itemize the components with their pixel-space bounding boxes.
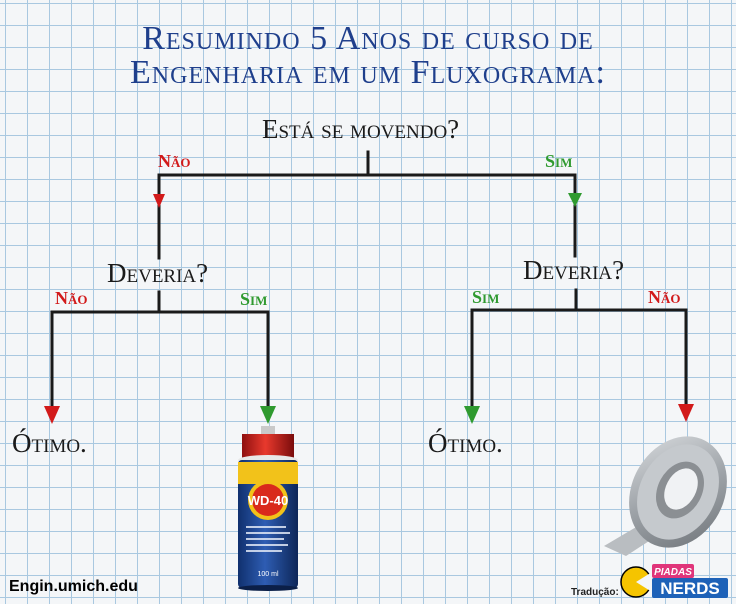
root-no-arrow (153, 194, 165, 208)
logo-top-text: PIADAS (654, 567, 692, 578)
source-credit: Engin.umich.edu (9, 578, 138, 595)
root-no-label: Não (158, 151, 191, 171)
title-line-2: Engenharia em um Fluxograma: (130, 54, 606, 91)
right-question: Deveria? (523, 255, 625, 285)
root-yes-arrow (568, 193, 582, 207)
right-no-label: Não (648, 287, 681, 307)
right-yes-label: Sim (472, 287, 500, 307)
right-yes-arrow (464, 406, 480, 424)
right-result-great: Ótimo. (428, 428, 503, 458)
wd40-can-image: WD-40 100 ml (238, 426, 298, 591)
wd40-volume-text: 100 ml (257, 571, 278, 578)
left-result-great: Ótimo. (12, 428, 87, 458)
wd40-brand-text: WD-40 (248, 493, 288, 508)
left-no-arrow (44, 406, 60, 424)
left-no-label: Não (55, 288, 88, 308)
piadas-nerds-logo: PIADAS NERDS (620, 564, 728, 598)
left-yes-arrow (260, 406, 276, 424)
translation-label: Tradução: (571, 587, 619, 598)
logo-bottom-text: NERDS (660, 579, 720, 598)
title-line-1: Resumindo 5 Anos de curso de (142, 20, 594, 57)
left-question: Deveria? (107, 258, 209, 288)
duct-tape-image (604, 436, 727, 556)
right-no-arrow (678, 404, 694, 422)
root-yes-label: Sim (545, 151, 573, 171)
left-yes-label: Sim (240, 289, 268, 309)
root-question: Está se movendo? (262, 114, 460, 144)
